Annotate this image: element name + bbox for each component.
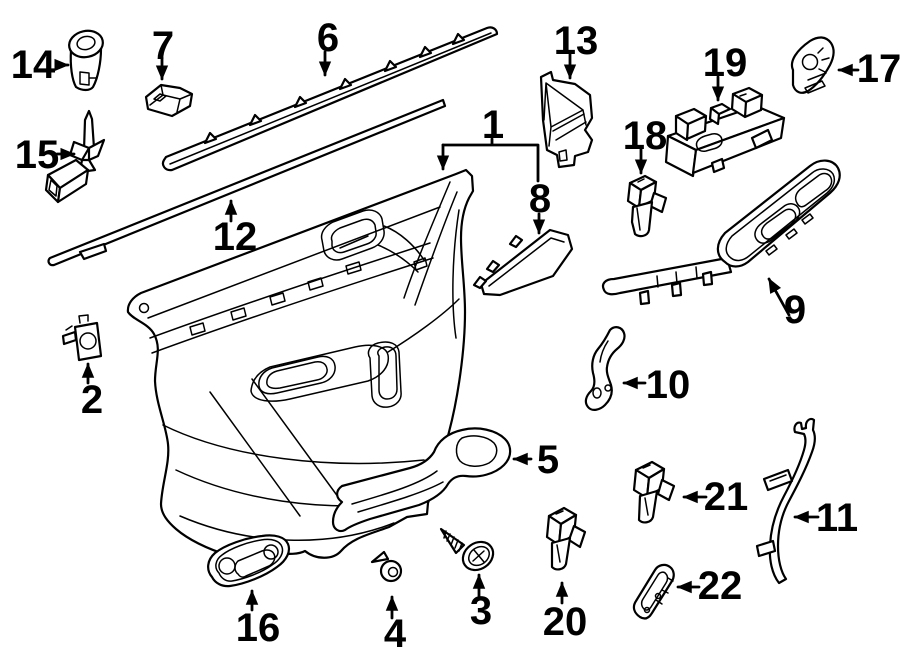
callout-11: 11 <box>815 496 859 540</box>
sail-trim-8-drawing <box>472 228 574 297</box>
callout-12: 12 <box>212 215 258 259</box>
pillar-trim-11-drawing <box>755 417 816 585</box>
inner-belt-strip-drawing <box>47 98 447 267</box>
armrest-pad-5-drawing <box>331 427 512 533</box>
callout-9: 9 <box>783 288 807 332</box>
callout-3: 3 <box>469 589 493 633</box>
clip-2-drawing <box>61 314 103 362</box>
callout-15: 15 <box>14 133 60 177</box>
callout-13: 13 <box>553 19 599 63</box>
switch-18-drawing <box>626 174 668 238</box>
callout-16: 16 <box>235 606 281 650</box>
callout-18: 18 <box>622 114 668 158</box>
clip-21-drawing <box>632 460 676 524</box>
mirror-trim-17-drawing <box>790 36 835 94</box>
callout-2: 2 <box>80 378 104 422</box>
callout-6: 6 <box>316 16 340 60</box>
clip-14-drawing <box>68 29 104 92</box>
callout-4: 4 <box>383 612 407 656</box>
clip-15-drawing <box>44 109 106 204</box>
bracket-10-drawing <box>584 326 626 411</box>
callout-leaders <box>54 50 860 620</box>
screw-3-drawing <box>439 527 495 572</box>
belt-molding-drawing <box>161 26 499 172</box>
bezel-22-drawing <box>632 563 675 620</box>
pull-cup-16-drawing <box>207 534 291 588</box>
callout-7: 7 <box>151 24 175 68</box>
callout-19: 19 <box>702 41 748 85</box>
callout-14: 14 <box>10 43 56 87</box>
push-pin-4-drawing <box>370 550 403 583</box>
corner-trim-13-drawing <box>539 70 594 169</box>
callout-17: 17 <box>856 47 900 91</box>
callout-10: 10 <box>645 363 691 407</box>
clip-20-drawing <box>545 506 587 571</box>
clip-7-drawing <box>144 83 194 118</box>
callout-1: 1 <box>481 103 505 147</box>
switch-bezel-9-drawing <box>601 159 841 306</box>
callout-21: 21 <box>703 475 749 519</box>
callout-5: 5 <box>536 438 560 482</box>
callout-22: 22 <box>697 564 743 608</box>
callout-20: 20 <box>542 600 588 644</box>
callout-8: 8 <box>528 177 552 221</box>
window-switch-19-drawing <box>664 86 786 178</box>
door-panel-drawing <box>126 168 475 561</box>
